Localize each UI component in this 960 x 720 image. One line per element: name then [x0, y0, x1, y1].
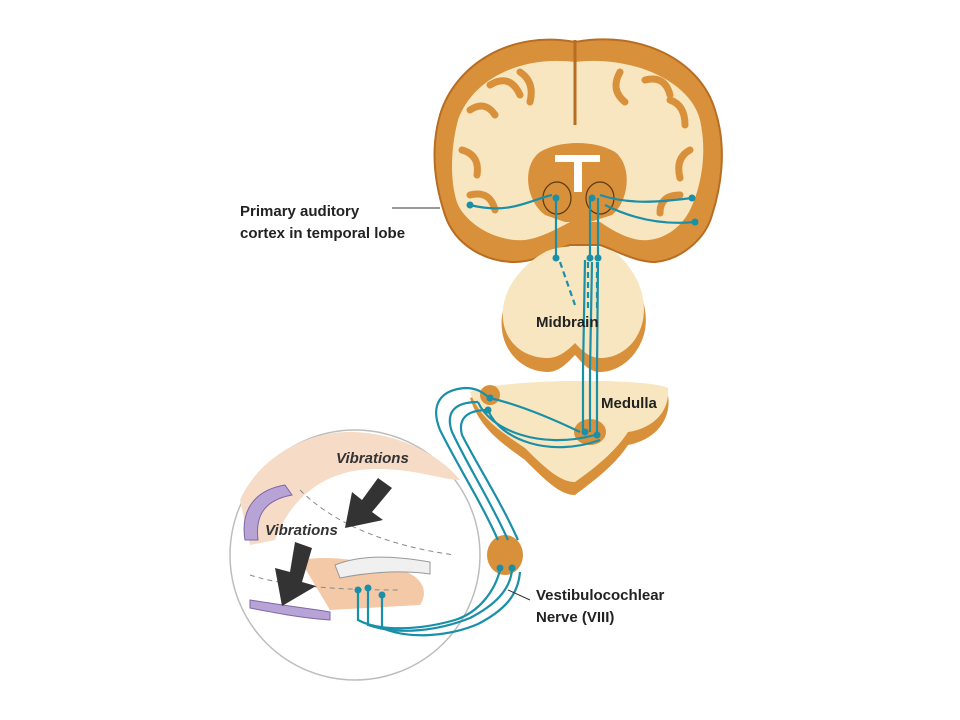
synapse-dot — [466, 201, 474, 209]
synapse-dot — [691, 218, 699, 226]
spiral-ganglion — [487, 535, 523, 575]
lower-membrane-line — [249, 574, 401, 591]
nerve-label-line1: Vestibulocochlear — [536, 587, 665, 604]
synapse-dot — [593, 431, 601, 439]
synapse-dot — [364, 584, 372, 592]
pathway-thalamus-to-left-cortex — [469, 193, 553, 210]
synapse-dot — [586, 254, 594, 262]
synapse-dot — [484, 406, 492, 414]
vibrations-label-lower: Vibrations — [265, 522, 338, 539]
reissner-membrane — [299, 489, 456, 556]
cortical-folds — [458, 68, 694, 217]
synapse-dot — [588, 194, 596, 202]
ventricle — [555, 155, 600, 192]
tectorial-membrane — [334, 556, 431, 579]
synapse-dot — [354, 586, 362, 594]
synapse-dot — [552, 254, 560, 262]
medulla-label: Medulla — [601, 395, 657, 412]
synapse-markers — [354, 194, 699, 599]
synapse-dot — [378, 591, 386, 599]
hair-cells-strip — [243, 484, 293, 541]
pathway-ganglion-to-medulla-2 — [448, 400, 510, 541]
cochlea-cross-section — [229, 429, 481, 681]
synapse-dot — [552, 194, 560, 202]
basilar-membrane-strip — [249, 599, 331, 621]
pathway-ascending-1 — [581, 259, 587, 432]
midbrain-label: Midbrain — [536, 314, 599, 331]
cerebrum — [433, 38, 723, 264]
synapse-dot — [688, 194, 696, 202]
synapse-dot — [508, 564, 516, 572]
pathway-cochlea-to-ganglion-3 — [380, 571, 522, 637]
pathway-thalamus-to-right-cortex-2 — [604, 204, 696, 224]
pathway-ascending-2 — [588, 261, 594, 432]
synapse-dot — [496, 564, 504, 572]
synapse-dot — [581, 428, 589, 436]
pathway-cochlear-to-olive-2 — [476, 401, 596, 442]
pathway-thalamus-to-right-cortex-1 — [599, 193, 693, 203]
pathway-midbrain-dashed — [558, 261, 599, 310]
cortex-label-line1: Primary auditory — [240, 203, 360, 220]
nerve-label-line2: Nerve (VIII) — [536, 609, 615, 626]
midbrain — [501, 246, 646, 372]
auditory-pathway — [356, 193, 696, 637]
vibrations-label-upper: Vibrations — [336, 450, 409, 467]
pathway-ganglion-to-medulla-3 — [459, 408, 520, 541]
pathway-ganglion-to-medulla-1 — [435, 386, 500, 541]
vibration-arrow-upper — [345, 478, 392, 528]
synapse-dot — [486, 394, 494, 402]
nerve-leader-line — [507, 589, 531, 601]
pathway-cochlear-to-olive-1 — [489, 396, 581, 433]
cochlea-scala-upper — [240, 431, 460, 545]
cortex-label-line2: cortex in temporal lobe — [240, 225, 406, 242]
pathway-cochlear-to-olive-3 — [486, 409, 601, 449]
vibration-arrow-lower — [275, 542, 316, 606]
synapse-dot — [594, 254, 602, 262]
